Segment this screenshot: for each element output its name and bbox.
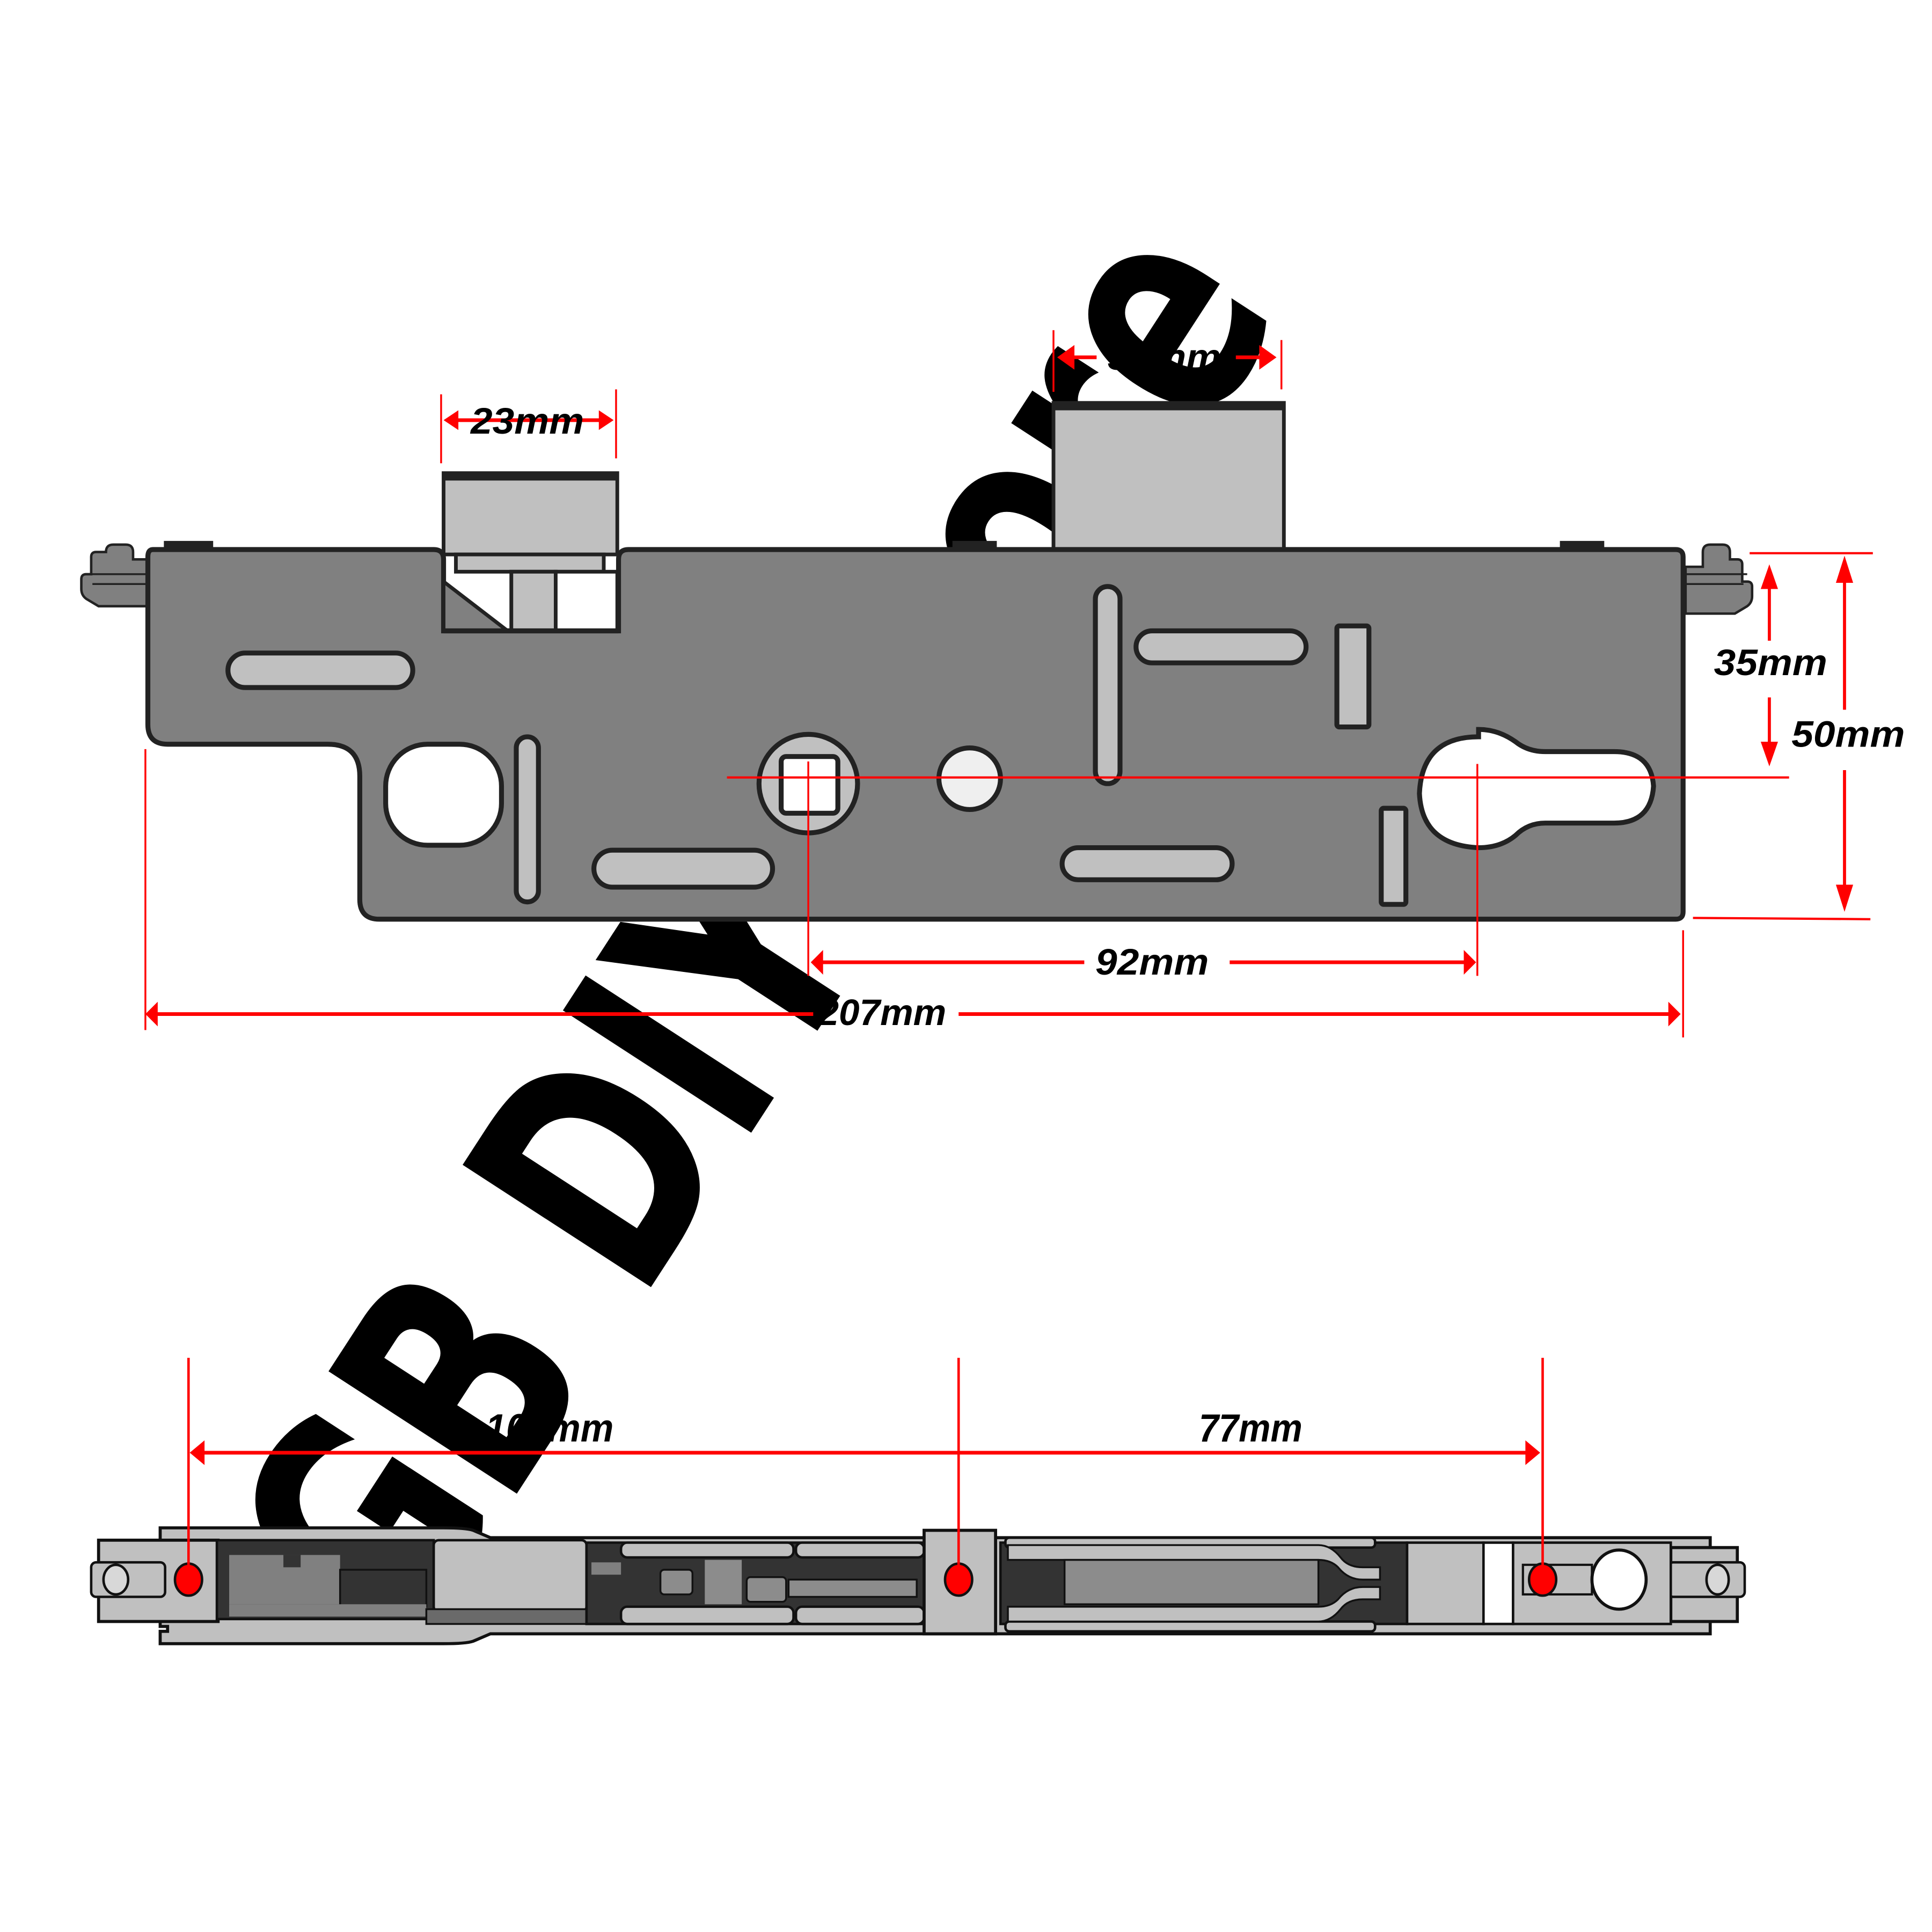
watermark: GB DIY Store	[167, 157, 1345, 1703]
label-deadbolt-width: 33mm	[1108, 336, 1221, 378]
dimension-latch-width	[440, 389, 617, 464]
dimension-deadbolt-width	[1052, 330, 1283, 392]
dimension-backset	[1750, 552, 1873, 767]
front-dimensions	[144, 330, 1873, 1038]
label-centres: 92mm	[1095, 941, 1209, 983]
label-backset: 35mm	[1714, 642, 1827, 683]
side-view	[90, 1526, 1746, 1645]
label-latch-width: 23mm	[470, 400, 584, 442]
arrow-right	[1525, 1440, 1540, 1465]
slot	[514, 734, 541, 905]
dimension-centres	[810, 950, 1476, 975]
slot	[1334, 623, 1372, 730]
case-plate	[145, 547, 1686, 922]
dimension-length	[144, 749, 1684, 1038]
side-dimensions	[187, 1358, 1544, 1580]
left-fixing-tab	[80, 543, 149, 608]
right-fixing-tab	[1683, 543, 1754, 615]
slot	[1379, 806, 1409, 907]
slot	[1133, 628, 1309, 665]
arrow-left	[189, 1440, 205, 1465]
watermark-text: GB DIY Store	[167, 157, 1345, 1703]
deadbolt	[1051, 401, 1286, 557]
label-right-span: 77mm	[1199, 1406, 1302, 1450]
label-length: 207mm	[817, 992, 946, 1033]
front-view	[80, 401, 1754, 922]
square-hole	[383, 742, 504, 848]
dimension-depth	[1693, 555, 1871, 920]
slot	[1059, 845, 1235, 882]
round-hole	[936, 745, 1003, 813]
label-depth: 50mm	[1791, 713, 1905, 755]
latch-recess	[442, 569, 619, 634]
slot	[1093, 584, 1123, 786]
label-left-span: 104mm	[486, 1406, 614, 1450]
slot	[225, 650, 415, 690]
slot	[591, 847, 775, 890]
